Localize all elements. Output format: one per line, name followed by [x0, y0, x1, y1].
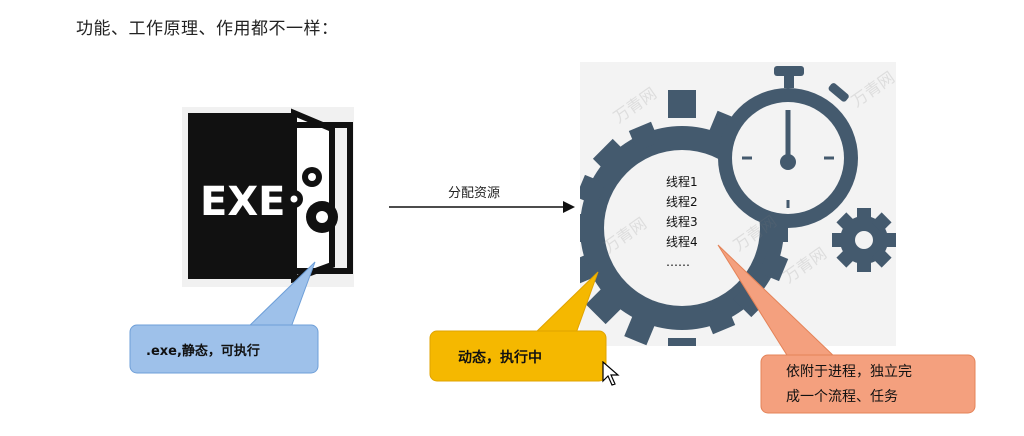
thread-list: 线程1 线程2 线程3 线程4 ……	[666, 172, 698, 272]
mouse-cursor-icon	[602, 361, 620, 386]
thread-item: ……	[666, 255, 690, 269]
process-callout	[429, 271, 607, 382]
thread-callout-text-line1: 依附于进程，独立完	[786, 364, 912, 380]
thread-item: 线程4	[666, 235, 698, 249]
allocation-arrow	[389, 201, 575, 213]
thread-item: 线程1	[666, 175, 698, 189]
thread-callout	[717, 244, 976, 414]
program-callout-text: .exe,静态，可执行	[146, 344, 260, 359]
allocate-resources-label: 分配资源	[448, 186, 501, 201]
thread-item: 线程3	[666, 215, 698, 229]
program-callout	[129, 261, 319, 374]
thread-item: 线程2	[666, 195, 698, 209]
thread-callout-text-line2: 成一个流程、任务	[786, 389, 898, 405]
small-gear-icon	[832, 208, 896, 272]
page-title: 功能、工作原理、作用都不一样：	[76, 19, 339, 39]
exe-label: EXE	[200, 179, 286, 225]
stopwatch-icon	[718, 66, 858, 228]
small-gear-icon	[285, 167, 338, 233]
process-callout-text: 动态，执行中	[458, 350, 542, 366]
exe-file-icon: EXE	[182, 107, 354, 287]
process-gear-illustration: 万青网 万青网 万青网 万青网 万青网	[580, 62, 898, 346]
